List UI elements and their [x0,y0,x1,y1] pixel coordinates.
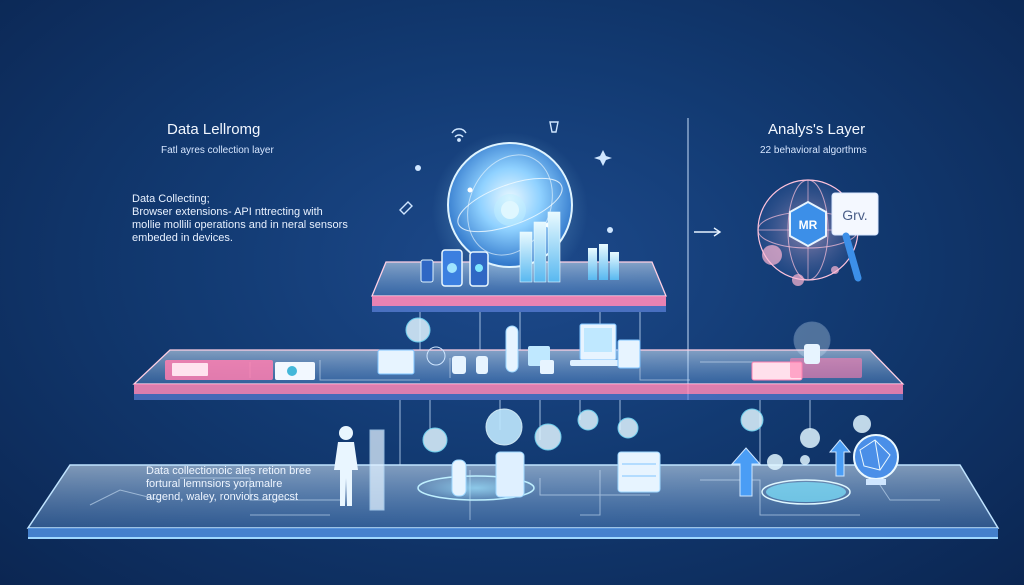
bottom-icons [369,408,661,511]
laptop-icon [570,323,641,369]
node-icon [426,346,446,366]
dot-icon [607,227,613,233]
left-title: Data Lellromg [167,121,261,138]
dot-icon [415,165,421,171]
badge-label: Grv. [842,207,867,223]
right-bottom-icons [740,408,871,470]
right-title: Analys's Layer [768,121,866,138]
bell-icon [549,121,559,133]
right-subtitle: 22 behavioral algorthms [760,145,867,156]
device-icons-middle [377,317,554,375]
left-subtitle: Fatl ayres collection layer [161,145,274,156]
left-description-line-1: Data Collecting; [132,193,210,205]
bar-chart-icon [519,211,619,283]
bottom-text-line-2: fortural lemnsiors yoramalre [146,478,283,490]
phone-icon [420,249,489,287]
analysis-globe-icon [757,179,879,286]
arrow-up-icon [730,439,852,497]
left-description-line-4: embeded in devices. [132,232,233,244]
person-icon [334,426,358,506]
bottom-text-line-1: Data collectionoic ales retion bree [146,465,312,477]
left-description-line-3: mollie mollili operations and in neral s… [132,219,348,231]
bottom-text-line-3: argend, waley, ronviors argecst [146,491,299,503]
hex-label: MR [799,218,818,232]
pencil-icon [399,201,413,215]
network-globe-icon [853,434,899,485]
left-description-line-2: Browser extensions- API nttrecting with [132,206,323,218]
sparkle-icon [594,150,612,166]
arrow-right-icon [694,227,722,237]
robot-hand-icon [793,321,831,364]
wifi-icon [451,128,467,142]
middle-platform [132,349,905,400]
